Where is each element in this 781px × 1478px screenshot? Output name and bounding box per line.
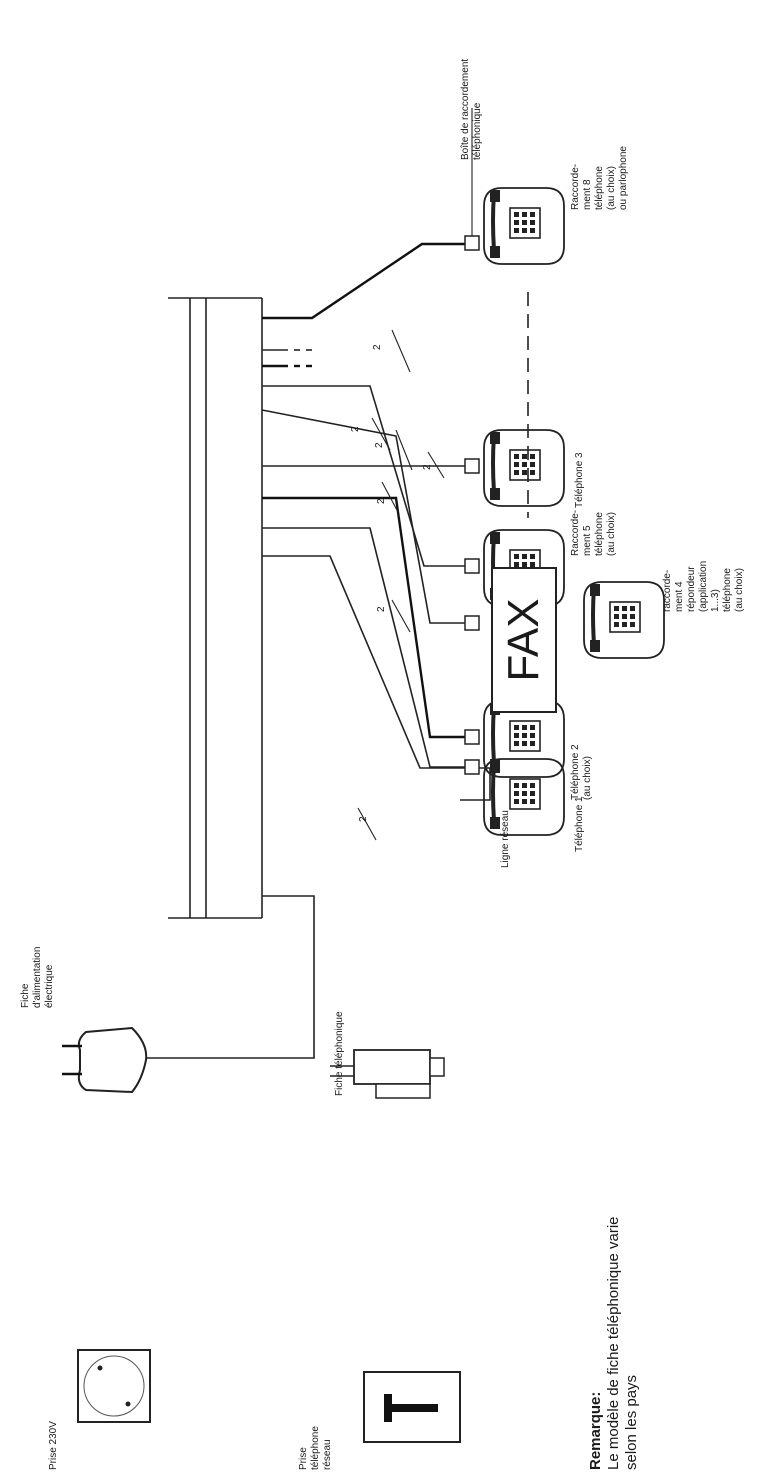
labels: Boîte de raccordement téléphonique Racco… <box>20 59 745 1470</box>
fax-label: FAX <box>499 598 548 681</box>
fax-machine: FAX <box>491 567 557 713</box>
phone-plug-label: Fiche téléphonique <box>334 1011 345 1096</box>
svg-text:2: 2 <box>374 442 385 448</box>
power-plug-label: Fiche d'alimentation électrique <box>20 947 55 1008</box>
svg-text:2: 2 <box>358 816 369 822</box>
tel3-label: Téléphone 3 <box>574 452 585 508</box>
connection-boxes <box>464 235 480 775</box>
phone-icon-tel3 <box>482 428 566 508</box>
svg-text:1...3): 1...3) <box>710 589 721 612</box>
phone-icon-tel1 <box>482 757 566 837</box>
svg-text:téléphone: téléphone <box>594 166 605 210</box>
wire-count-markers: 2 2 2 2 2 2 2 <box>350 329 445 841</box>
phone-icon-conn8 <box>482 186 566 266</box>
network-line-label: Ligne réseau <box>500 810 511 868</box>
svg-text:ou parlophone: ou parlophone <box>618 146 629 210</box>
svg-text:réseau: réseau <box>322 1439 333 1470</box>
network-socket-icon <box>363 1371 461 1443</box>
network-socket-label: Prise téléphone réseau <box>298 1426 333 1470</box>
svg-text:répondeur: répondeur <box>686 566 697 612</box>
conn5-label: Raccorde- ment 5 téléphone (au choix) <box>570 510 617 556</box>
svg-text:(application: (application <box>698 561 709 612</box>
tel1-label: Téléphone 1 <box>574 796 585 852</box>
phone-plug-icon <box>330 1049 445 1099</box>
svg-text:2: 2 <box>376 606 387 612</box>
svg-text:Prise: Prise <box>298 1447 309 1470</box>
svg-text:d'alimentation: d'alimentation <box>32 947 43 1008</box>
svg-text:Boîte de raccordement: Boîte de raccordement <box>460 59 471 160</box>
remark-title: Remarque: <box>587 1392 604 1470</box>
svg-text:ment 8: ment 8 <box>582 179 593 210</box>
remark-text-line1: Le modèle de fiche téléphonique varie <box>605 1216 622 1470</box>
remark-text-line2: selon les pays <box>623 1375 640 1470</box>
tel2-label: Téléphone 2 (au choix) <box>570 744 593 800</box>
svg-text:2: 2 <box>422 464 433 470</box>
svg-text:Raccorde-: Raccorde- <box>570 510 581 556</box>
svg-text:(au choix): (au choix) <box>606 166 617 210</box>
svg-text:raccorde-: raccorde- <box>662 570 673 612</box>
wires <box>140 242 529 1059</box>
svg-text:ment 5: ment 5 <box>582 525 593 556</box>
svg-text:(au choix): (au choix) <box>734 568 745 612</box>
switchboard-unit <box>168 297 263 919</box>
svg-text:Raccorde-: Raccorde- <box>570 164 581 210</box>
svg-text:téléphone: téléphone <box>722 568 733 612</box>
svg-text:2: 2 <box>376 498 387 504</box>
power-adapter-icon <box>62 1026 148 1094</box>
svg-text:Fiche: Fiche <box>20 983 31 1008</box>
conn8-label: Raccorde- ment 8 téléphone (au choix) ou… <box>570 146 629 210</box>
svg-text:(au choix): (au choix) <box>606 512 617 556</box>
power-outlet-icon <box>77 1349 151 1423</box>
answering-machine-icon-conn4 <box>582 580 666 660</box>
svg-text:électrique: électrique <box>44 964 55 1008</box>
remark: Remarque: Le modèle de fiche téléphoniqu… <box>587 1216 640 1470</box>
svg-text:téléphonique: téléphonique <box>472 102 483 160</box>
conn4-label: raccorde- ment 4 répondeur (application … <box>662 561 745 612</box>
wire-count-label: 2 <box>372 344 383 350</box>
outlet-230-label: Prise 230V <box>48 1421 59 1470</box>
svg-text:téléphone: téléphone <box>594 512 605 556</box>
svg-text:ment 4: ment 4 <box>674 581 685 612</box>
svg-text:téléphone: téléphone <box>310 1426 321 1470</box>
svg-text:(au choix): (au choix) <box>582 756 593 800</box>
svg-text:Téléphone 2: Téléphone 2 <box>570 744 581 800</box>
svg-text:2: 2 <box>350 426 361 432</box>
